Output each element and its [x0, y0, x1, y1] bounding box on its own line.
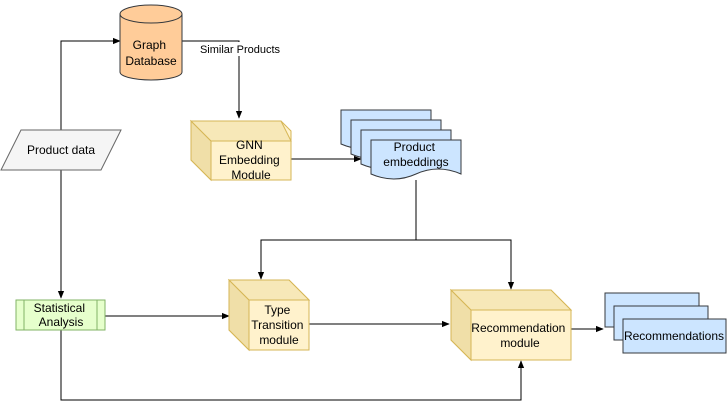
- recommendation-line-2: module: [500, 336, 540, 350]
- node-recommendation-module[interactable]: Recommendation module: [449, 288, 573, 362]
- node-product-data[interactable]: Product data: [0, 129, 122, 171]
- svg-text:Recommendation module: Recommendation module: [471, 321, 568, 350]
- node-recommendations[interactable]: Recommendations: [604, 292, 727, 354]
- type-transition-line-1: Type: [264, 303, 290, 317]
- edge-graphdb-to-gnn: [182, 40, 243, 119]
- product-data-label: Product data: [27, 143, 95, 157]
- type-transition-line-3: module: [259, 333, 299, 347]
- product-emb-line-2: embeddings: [383, 155, 448, 169]
- edge-embeddings-to-type: [257, 180, 417, 280]
- edges: [57, 37, 604, 401]
- node-gnn-embedding-module[interactable]: GNN Embedding Module: [189, 119, 292, 182]
- node-statistical-analysis[interactable]: Statistical Analysis: [15, 299, 106, 331]
- edge-stats-to-reco: [60, 330, 525, 401]
- node-type-transition-module[interactable]: Type Transition module: [227, 278, 311, 352]
- edge-productdata-to-graphdb: [60, 37, 121, 130]
- stats-line-2: Analysis: [39, 315, 84, 329]
- gnn-line-3: Module: [231, 168, 271, 182]
- svg-text:Type Transition mo: Type Transition module: [251, 303, 307, 347]
- node-product-embeddings[interactable]: Product embeddings: [340, 109, 462, 180]
- stats-line-1: Statistical: [34, 301, 85, 315]
- recommendation-line-1: Recommendation: [471, 321, 565, 335]
- node-graph-database[interactable]: Graph Database: [119, 4, 183, 81]
- gnn-line-1: GNN: [236, 138, 263, 152]
- svg-text:Product embeddings: Product embeddings: [383, 140, 448, 169]
- edge-embeddings-to-reco: [416, 239, 515, 290]
- product-emb-line-1: Product: [394, 140, 436, 154]
- svg-text:Graph Database: Graph Database: [125, 38, 177, 68]
- edge-label-similar-products: Similar Products: [200, 44, 281, 56]
- graph-db-line-2: Database: [125, 54, 177, 68]
- recommendations-label: Recommendations: [624, 329, 724, 343]
- gnn-line-2: Embedding: [219, 153, 280, 167]
- svg-text:Statistical Analysis: Statistical Analysis: [34, 301, 89, 329]
- graph-db-line-1: Graph: [133, 38, 166, 52]
- type-transition-line-2: Transition: [251, 318, 303, 332]
- edge-label-bg: [199, 42, 281, 56]
- svg-text:GNN Embedding Modu: GNN Embedding Module: [219, 138, 283, 182]
